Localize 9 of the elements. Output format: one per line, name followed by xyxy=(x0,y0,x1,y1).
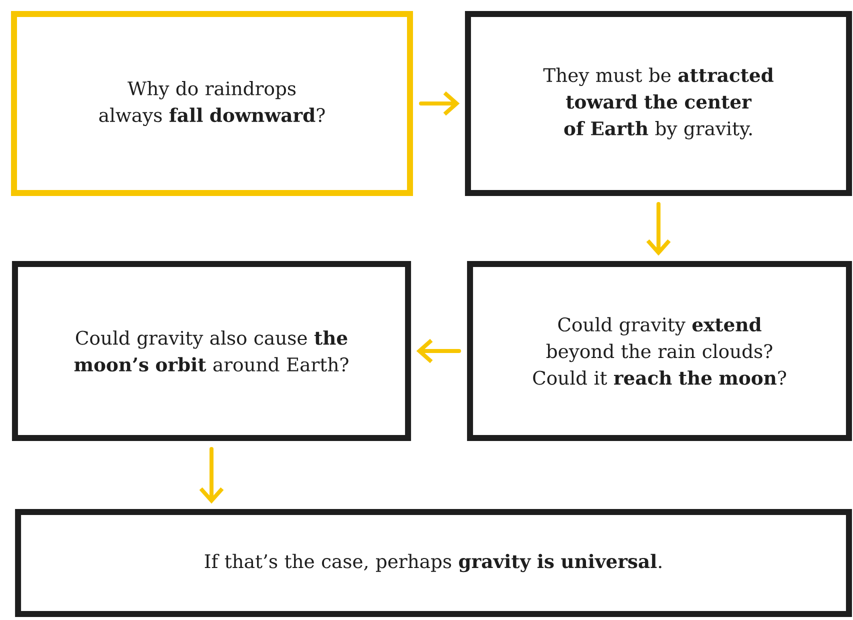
arrow xyxy=(416,338,462,364)
arrow xyxy=(419,91,460,116)
question-box: Could gravity also cause the moon’s orbit around Earth? xyxy=(12,261,412,441)
question-box: Why do raindrops always fall downward? xyxy=(11,11,413,196)
arrow xyxy=(199,447,224,504)
question-box: They must be attracted toward the center of Earth by gravity. xyxy=(464,11,852,196)
question-box: If that’s the case, perhaps gravity is universal. xyxy=(15,509,852,617)
question-box: Could gravity extend beyond the rain clouds? Could it reach the moon? xyxy=(467,261,852,441)
arrow xyxy=(646,202,671,256)
